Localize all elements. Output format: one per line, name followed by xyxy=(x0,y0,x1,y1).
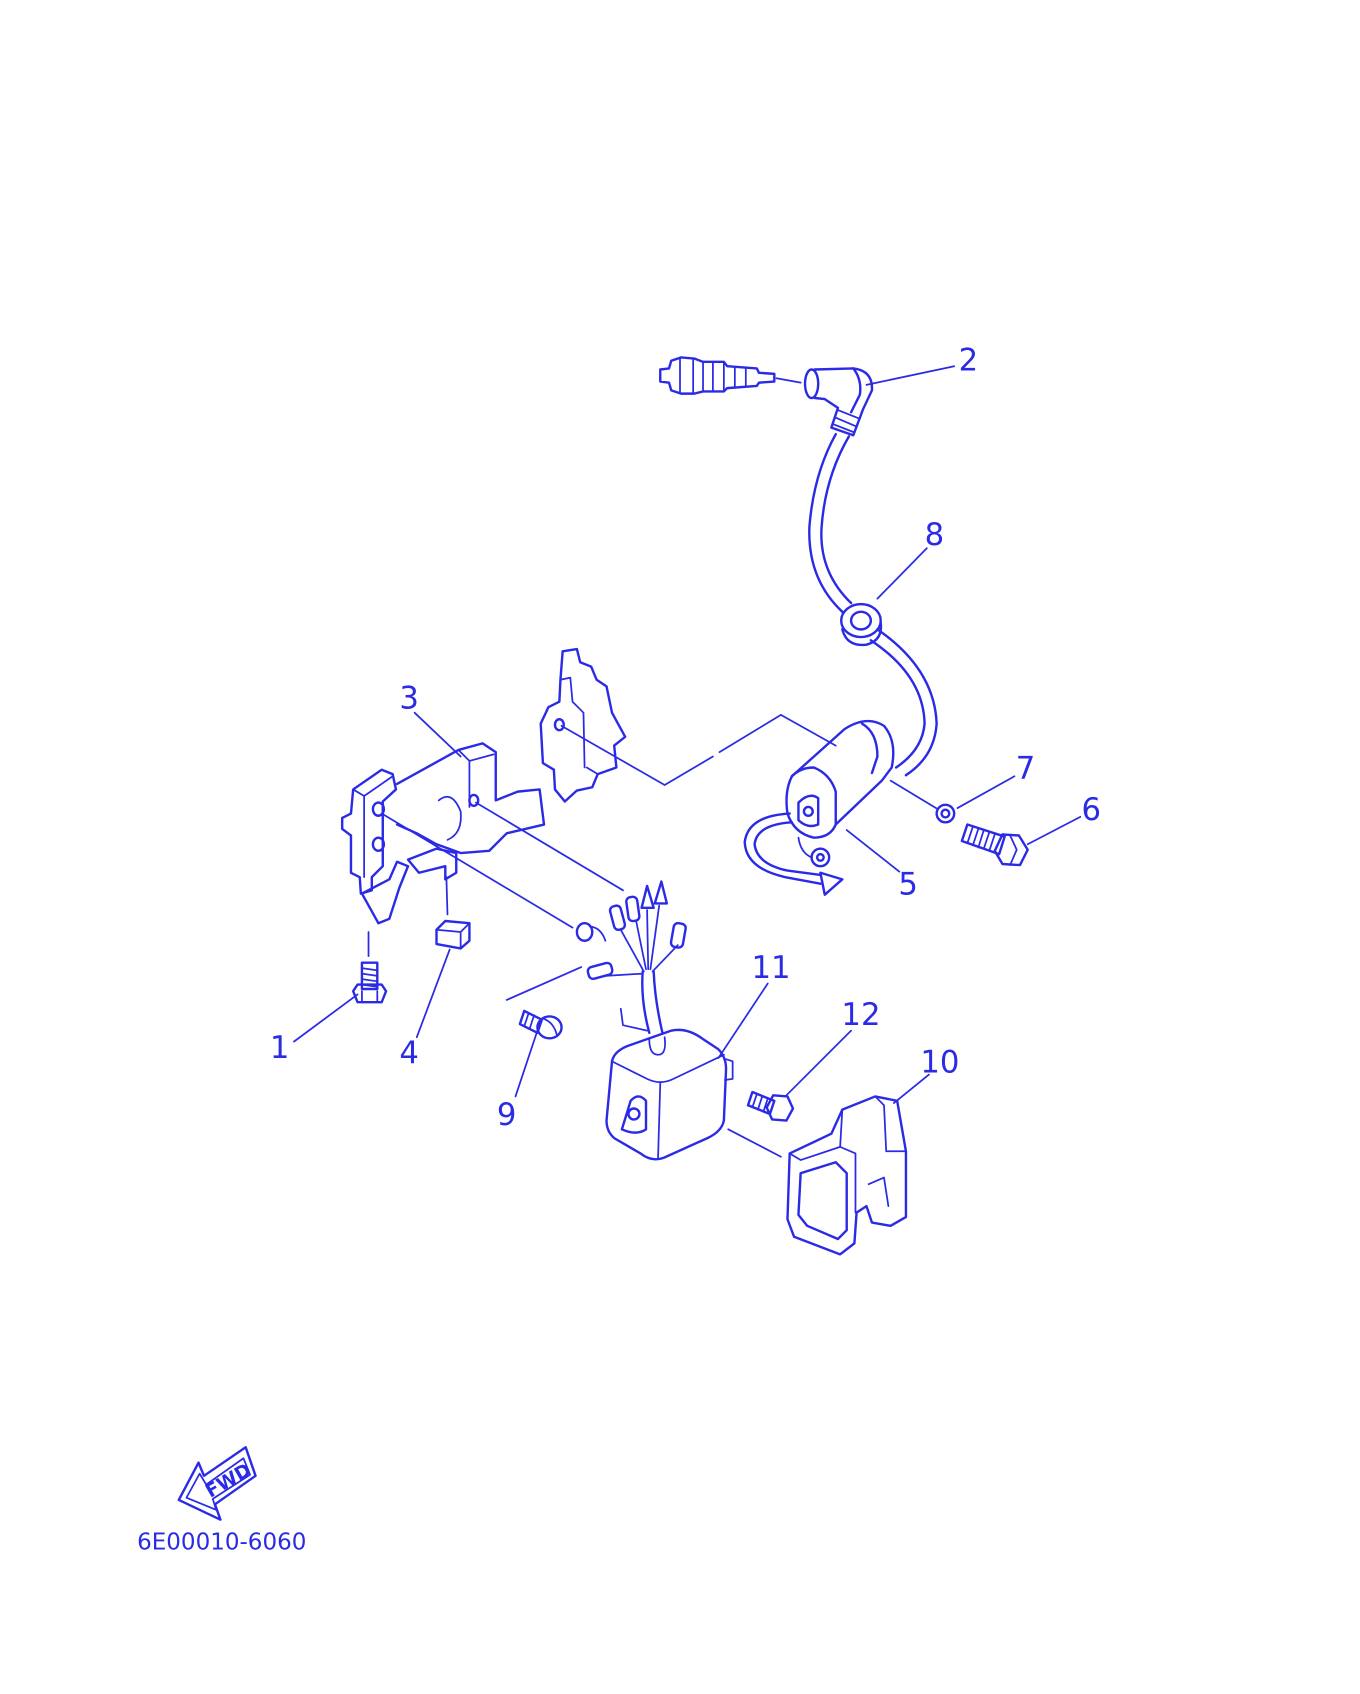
high-tension-cable xyxy=(808,432,938,777)
mounting-plate xyxy=(539,647,627,803)
callout-11: 11 xyxy=(751,951,790,986)
coil-bolt xyxy=(960,823,1029,867)
wire-harness xyxy=(604,904,679,1035)
cdi-bolt xyxy=(746,1090,795,1122)
callout-8: 8 xyxy=(925,518,945,553)
mounting-bracket xyxy=(340,742,546,925)
leader-4 xyxy=(415,948,451,1039)
leader-2 xyxy=(865,365,956,386)
callout-4: 4 xyxy=(399,1037,419,1072)
callout-1: 1 xyxy=(270,1031,290,1066)
harness-grommet xyxy=(575,921,607,942)
spark-plug xyxy=(659,356,776,395)
ring-terminal xyxy=(797,836,831,868)
drawing-code: 6E00010-6060 xyxy=(137,1529,306,1555)
callout-9: 9 xyxy=(497,1098,517,1133)
leader-10 xyxy=(892,1073,930,1104)
washer xyxy=(935,803,956,824)
leader-11 xyxy=(717,982,769,1059)
callout-12: 12 xyxy=(841,998,880,1033)
callout-7: 7 xyxy=(1016,751,1036,786)
ignition-coil xyxy=(785,719,895,839)
fwd-arrow-icon xyxy=(177,1446,257,1521)
leader-12 xyxy=(784,1029,852,1098)
harness-bolt xyxy=(518,1009,563,1040)
grommet xyxy=(840,602,883,647)
callout-5: 5 xyxy=(898,868,918,903)
cdi-unit xyxy=(605,1028,734,1161)
coil-primary-lead xyxy=(743,812,844,896)
callout-3: 3 xyxy=(399,681,419,716)
leader-3 xyxy=(413,711,462,758)
fwd-arrow: FWD xyxy=(177,1446,257,1521)
callout-6: 6 xyxy=(1082,793,1102,828)
assembly-lines xyxy=(367,714,939,1158)
spark-plug-cap xyxy=(803,367,874,437)
callout-10: 10 xyxy=(920,1045,959,1080)
callout-2: 2 xyxy=(959,344,979,379)
alignment-line xyxy=(775,377,802,384)
leader-lines xyxy=(293,365,1082,1104)
leader-1 xyxy=(293,993,359,1043)
bracket-bolt xyxy=(351,961,388,1004)
leader-8 xyxy=(876,547,928,600)
spacer-block xyxy=(435,919,471,950)
wire-connectors xyxy=(586,880,687,981)
cdi-cover xyxy=(786,1095,908,1256)
leader-7 xyxy=(956,775,1016,809)
fwd-arrow-inner-outline xyxy=(185,1457,251,1511)
leader-6 xyxy=(1026,815,1082,846)
leader-5 xyxy=(845,829,901,873)
callout-labels: 1 2 3 4 5 6 7 8 9 10 11 12 xyxy=(270,344,1101,1133)
leader-9 xyxy=(514,1029,539,1098)
